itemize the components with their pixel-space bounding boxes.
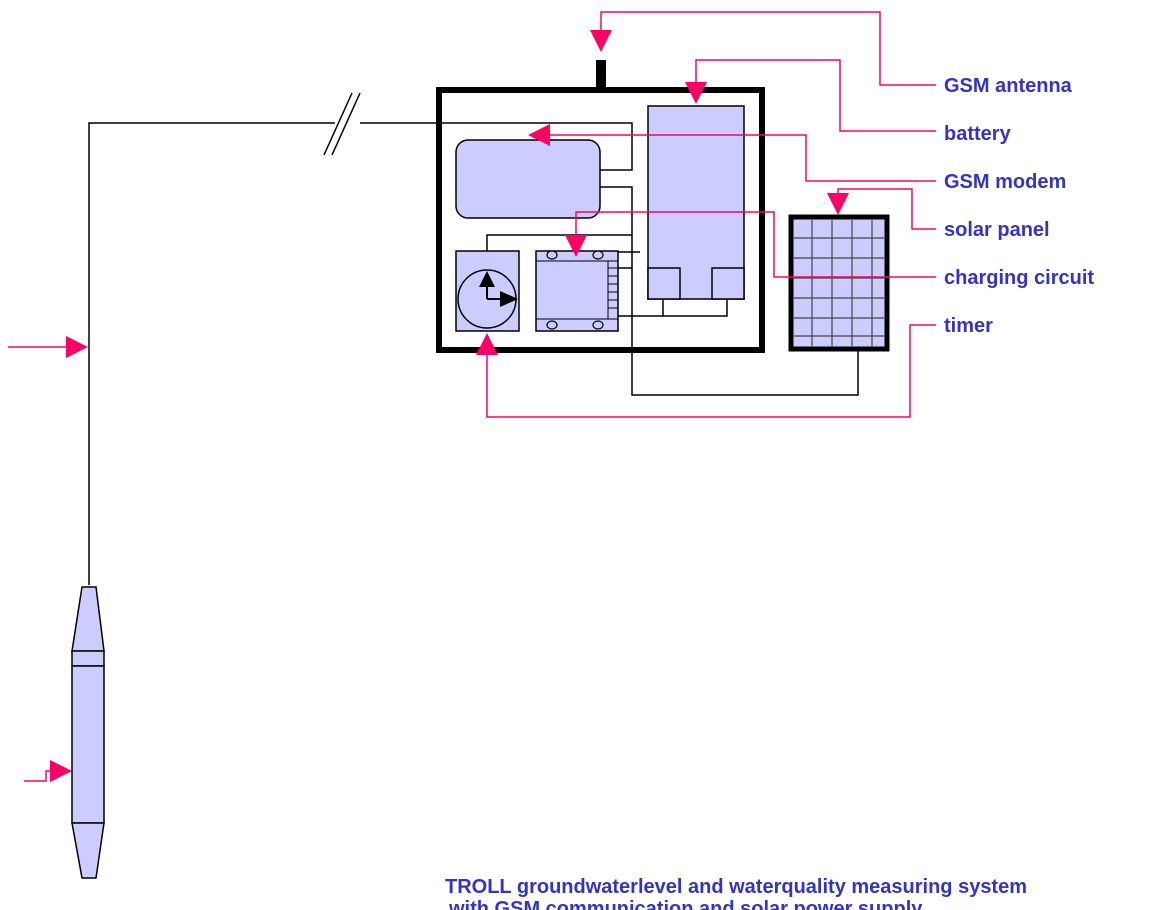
circuit-out-wire-2 [663, 300, 728, 317]
pointer-gsm-antenna [590, 11, 936, 86]
battery-box [647, 105, 745, 300]
label-timer: timer [944, 315, 993, 337]
pointer-probe-sensor [24, 760, 72, 782]
label-charging-circuit: charging circuit [944, 267, 1094, 289]
solar-wire [631, 268, 859, 396]
probe-cable [88, 122, 335, 585]
probe-cable-logger-side [360, 122, 633, 171]
pointer-solar-panel [827, 188, 936, 230]
wiring [88, 122, 859, 585]
charging-circuit-chip [535, 250, 619, 332]
label-gsm-antenna: GSM antenna [944, 75, 1073, 97]
pointer-battery [685, 59, 936, 132]
label-battery: battery [944, 123, 1012, 145]
solar-panel-icon [788, 214, 890, 352]
modem-wire [600, 186, 633, 269]
label-solar-panel: solar panel [944, 219, 1050, 241]
pointer-charging-circuit [565, 211, 936, 278]
pointer-gsm-modem [528, 124, 936, 182]
cable-break [323, 92, 361, 156]
caption-line-2: with GSM communication and solar power s… [449, 898, 923, 910]
timer-wire [486, 234, 632, 251]
caption-line-1: TROLL groundwaterlevel and waterquality … [445, 876, 1028, 898]
gsm-modem-box [455, 139, 601, 219]
antenna-mast [596, 60, 606, 90]
timer-icon [455, 250, 520, 332]
troll-probe [71, 586, 105, 879]
circuit-out-wire-1 [618, 300, 664, 317]
battery-terminal-right [711, 267, 745, 300]
diagram-caption: TROLL groundwaterlevel and waterquality … [445, 876, 1160, 910]
battery-terminal-left [647, 267, 681, 300]
pointer-timer [476, 324, 936, 418]
label-gsm-modem: GSM modem [944, 171, 1066, 193]
pointer-lines [8, 11, 936, 782]
